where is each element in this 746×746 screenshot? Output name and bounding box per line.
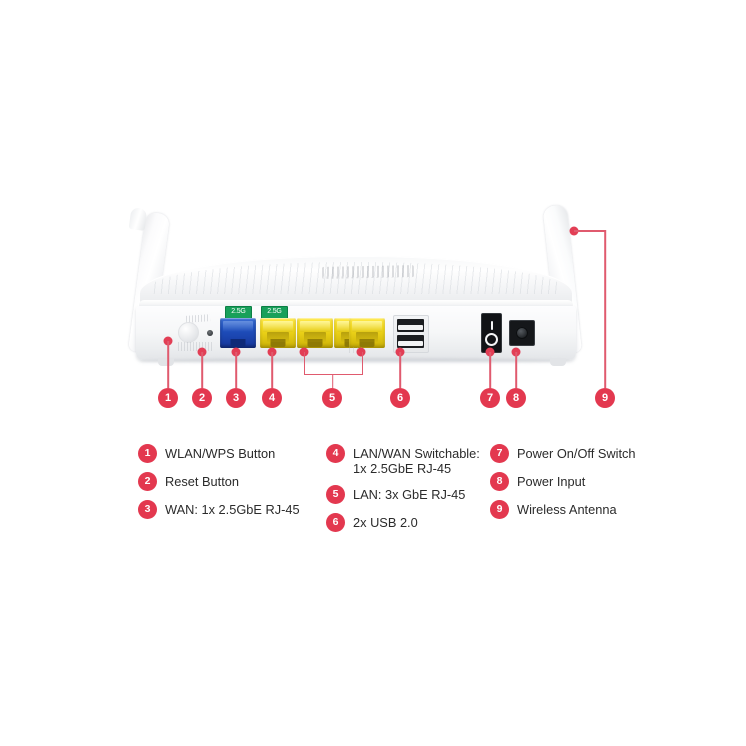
chassis-drop-shadow — [140, 358, 570, 364]
legend-label-4: LAN/WAN Switchable: 1x 2.5GbE RJ-45 — [353, 446, 480, 476]
lan-port-3[interactable] — [349, 318, 385, 348]
legend-item-8: 8 Power Input — [490, 472, 660, 491]
reset-button[interactable] — [207, 330, 213, 336]
power-input-jack[interactable] — [509, 320, 535, 346]
power-switch-off-symbol — [485, 332, 498, 346]
lan-port-jack — [359, 339, 375, 347]
usb-port-contact-bar — [398, 325, 423, 330]
wlan-wps-button[interactable] — [178, 322, 199, 343]
chassis-foot-right — [550, 358, 566, 366]
legend-label-1: WLAN/WPS Button — [165, 446, 276, 461]
legend-badge-7: 7 — [490, 444, 509, 463]
legend-label-3: WAN: 1x 2.5GbE RJ-45 — [165, 502, 300, 517]
legend-label-6: 2x USB 2.0 — [353, 515, 418, 530]
legend-label-7: Power On/Off Switch — [517, 446, 636, 461]
legend-column-2: 4 LAN/WAN Switchable: 1x 2.5GbE RJ-45 5 … — [326, 444, 491, 541]
chassis-top-cover — [140, 256, 572, 308]
legend-item-4: 4 LAN/WAN Switchable: 1x 2.5GbE RJ-45 — [326, 444, 491, 476]
legend-column-1: 1 WLAN/WPS Button 2 Reset Button 3 WAN: … — [138, 444, 328, 528]
legend-item-1: 1 WLAN/WPS Button — [138, 444, 328, 463]
chassis-top-lip — [139, 300, 573, 310]
lan-port-jack — [307, 339, 323, 347]
legend-item-9: 9 Wireless Antenna — [490, 500, 660, 519]
wan-port[interactable] — [220, 318, 256, 348]
lan-wan-switchable-port[interactable] — [260, 318, 296, 348]
lan-port-1[interactable] — [297, 318, 333, 348]
legend-badge-8: 8 — [490, 472, 509, 491]
brand-logo — [321, 265, 415, 279]
wlan-button-silkscreen-lower — [178, 342, 212, 351]
legend-badge-2: 2 — [138, 472, 157, 491]
legend-label-5: LAN: 3x GbE RJ-45 — [353, 487, 466, 502]
legend-item-7: 7 Power On/Off Switch — [490, 444, 660, 463]
legend-label-9: Wireless Antenna — [517, 502, 617, 517]
usb-port-2[interactable] — [397, 335, 424, 348]
legend-item-6: 6 2x USB 2.0 — [326, 513, 491, 532]
legend-badge-1: 1 — [138, 444, 157, 463]
wireless-antenna-left-tip — [128, 207, 148, 231]
usb-port-stack[interactable] — [393, 315, 429, 353]
legend-item-3: 3 WAN: 1x 2.5GbE RJ-45 — [138, 500, 328, 519]
lan-port-slot — [300, 321, 330, 332]
lan-port-jack — [270, 339, 286, 347]
usb-port-1[interactable] — [397, 319, 424, 332]
lan-port-slot — [263, 321, 293, 332]
wan-port-slot — [223, 321, 253, 332]
legend-badge-5: 5 — [326, 485, 345, 504]
legend-item-5: 5 LAN: 3x GbE RJ-45 — [326, 485, 491, 504]
chassis-foot-left — [158, 358, 174, 366]
power-on-off-switch[interactable] — [481, 313, 502, 353]
usb-port-contact-bar — [398, 341, 423, 346]
legend-label-2: Reset Button — [165, 474, 239, 489]
legend-badge-3: 3 — [138, 500, 157, 519]
chassis-vent — [349, 347, 365, 353]
legend-item-2: 2 Reset Button — [138, 472, 328, 491]
legend-badge-4: 4 — [326, 444, 345, 463]
lan-port-slot — [352, 321, 382, 332]
legend-column-3: 7 Power On/Off Switch 8 Power Input 9 Wi… — [490, 444, 660, 528]
legend-badge-6: 6 — [326, 513, 345, 532]
power-switch-on-symbol — [490, 320, 493, 330]
legend-badge-9: 9 — [490, 500, 509, 519]
wan-port-jack — [230, 339, 246, 347]
legend-label-8: Power Input — [517, 474, 586, 489]
